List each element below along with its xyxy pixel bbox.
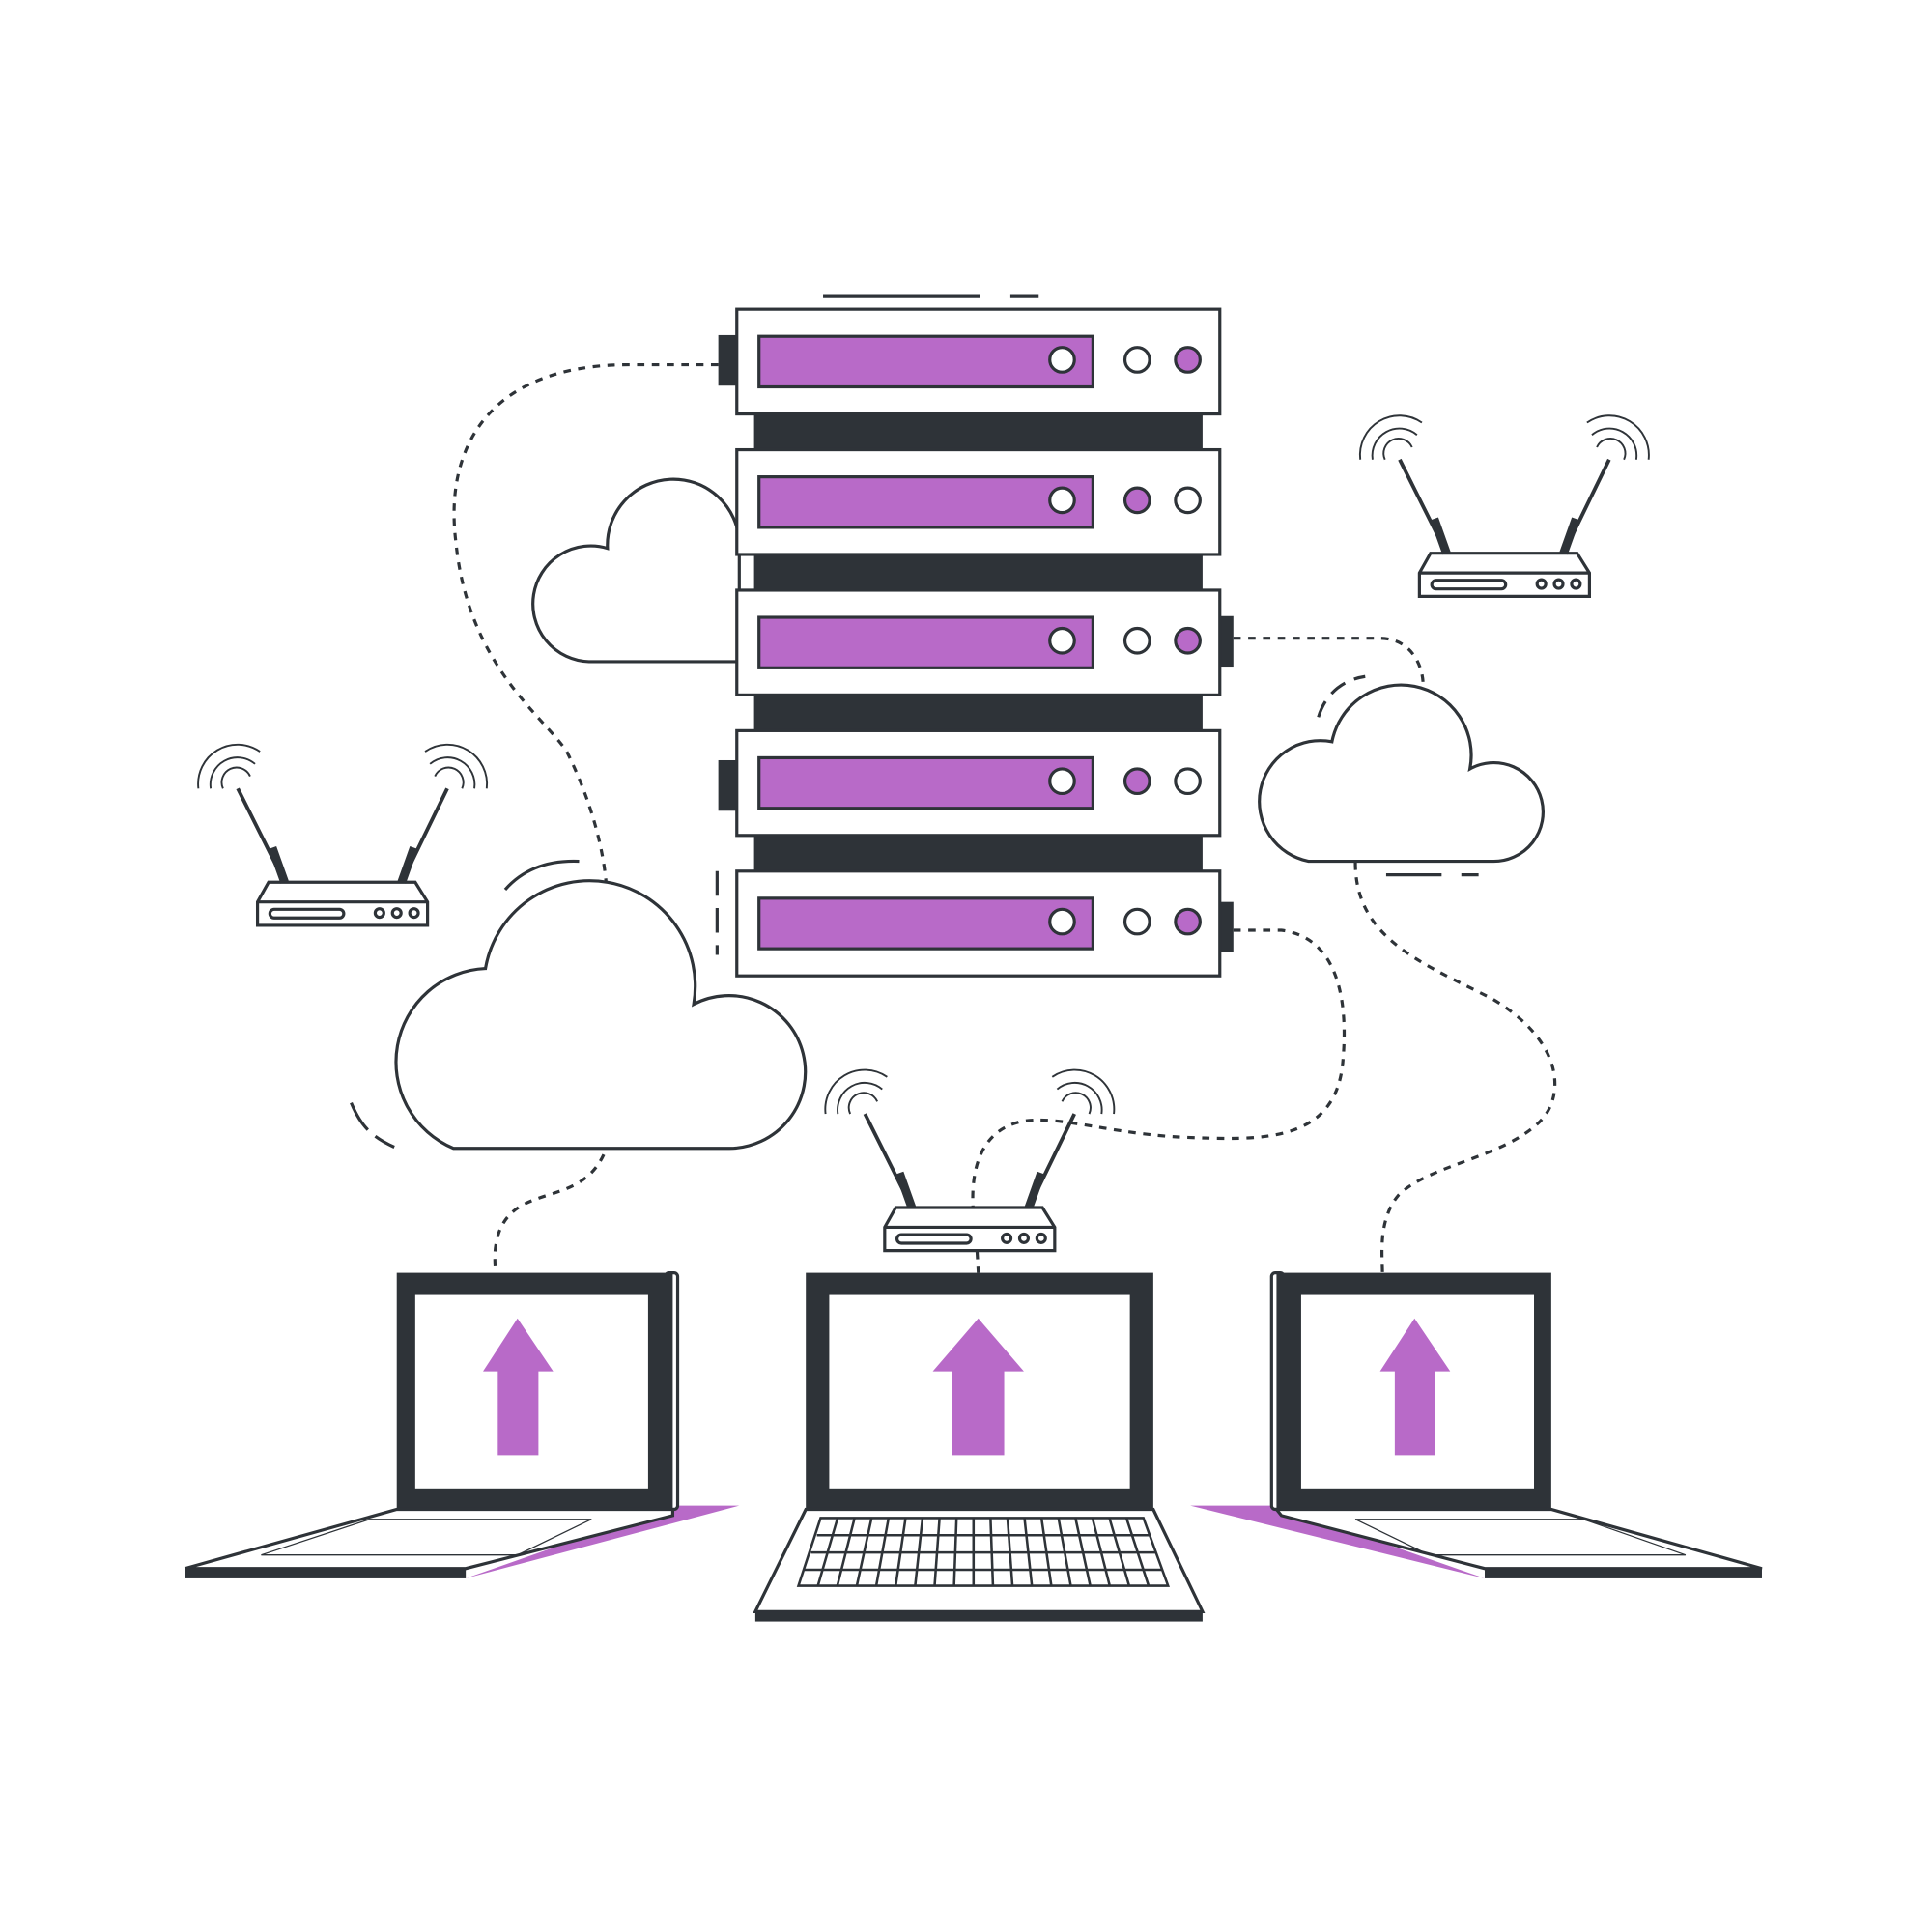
wifi-router-icon	[825, 1070, 1114, 1251]
keyboard-key-divider	[1108, 1518, 1131, 1586]
keyboard-key-divider	[1074, 1518, 1092, 1586]
keyboard-key-divider	[1091, 1518, 1112, 1586]
keyboard-key-divider	[952, 1518, 958, 1586]
keyboard-key-divider	[894, 1518, 907, 1586]
keyboard-key-divider	[1124, 1518, 1151, 1586]
wifi-router-icon	[198, 745, 487, 925]
cloud-icon	[531, 477, 741, 664]
keyboard-key-divider	[1039, 1518, 1053, 1586]
keyboard-key-divider	[989, 1518, 995, 1586]
laptop-icon	[753, 1272, 1206, 1622]
laptop-icon	[1190, 1271, 1763, 1578]
keyboard-key-divider	[816, 1518, 839, 1586]
keyboard-key-divider	[836, 1518, 856, 1586]
keyboard-key-divider	[1006, 1518, 1014, 1586]
upload-arrow-icon	[1379, 1318, 1451, 1456]
keyboard-key-divider	[1023, 1518, 1034, 1586]
keyboard-key-divider	[1057, 1518, 1072, 1586]
upload-arrow-icon	[932, 1318, 1024, 1456]
keyboard-key-divider	[933, 1518, 941, 1586]
cloud-icon	[1258, 683, 1545, 864]
keyboard-key-divider	[874, 1518, 891, 1586]
wifi-router-icon	[1360, 415, 1649, 596]
keyboard-key-divider	[914, 1518, 924, 1586]
cloud-icon	[394, 879, 808, 1151]
upload-arrow-icon	[483, 1318, 554, 1456]
server-rack-icon	[718, 307, 1234, 978]
connection-lines	[350, 294, 1557, 1273]
keyboard-key-divider	[855, 1518, 873, 1586]
laptop-icon	[184, 1271, 740, 1578]
